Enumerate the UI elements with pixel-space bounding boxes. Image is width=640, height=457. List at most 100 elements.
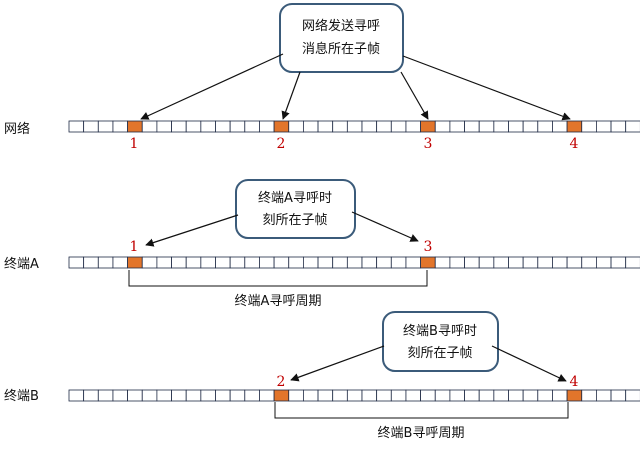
subframe-cell <box>273 256 290 269</box>
arrow-to-terminal-b-subframe-2 <box>290 345 385 382</box>
subframe-cell <box>464 256 480 269</box>
subframe-cell <box>259 389 275 402</box>
subframe-cell <box>581 120 597 133</box>
subframe-cell <box>537 256 553 269</box>
subframe-cell <box>112 389 128 402</box>
arrow-to-terminal-b-subframe-4 <box>491 345 567 382</box>
subframe-cell <box>68 389 85 402</box>
subframe-cell <box>537 389 553 402</box>
callout-box <box>279 3 404 73</box>
subframe-cell <box>596 389 612 402</box>
subframe-cell <box>200 120 216 133</box>
subframe-cell <box>302 256 319 269</box>
subframe-cell <box>83 256 99 269</box>
marker-number: 4 <box>570 374 579 390</box>
subframe-strip-terminal-a <box>68 256 640 269</box>
subframe-cell <box>185 256 202 269</box>
subframe-cell <box>200 389 216 402</box>
subframe-cell <box>317 389 334 402</box>
subframe-cell <box>434 256 451 269</box>
subframe-cell <box>288 389 304 402</box>
subframe-cell <box>390 120 407 133</box>
marker-number: 2 <box>277 136 286 152</box>
subframe-cell <box>493 256 509 269</box>
subframe-cell <box>478 120 495 133</box>
subframe-cell <box>200 256 216 269</box>
callout-line: 消息所在子帧 <box>302 41 380 57</box>
subframe-cell <box>229 256 246 269</box>
subframe-cell <box>449 256 465 269</box>
subframe-cell <box>522 256 539 269</box>
subframe-cell <box>112 120 128 133</box>
subframe-cell <box>244 389 260 402</box>
subframe-cell <box>332 256 348 269</box>
markers-network: 1 2 3 4 <box>130 136 579 152</box>
callout-box <box>382 311 499 372</box>
subframe-cell <box>449 120 465 133</box>
subframe-cell <box>141 256 158 269</box>
period-bracket-terminal-b <box>274 402 569 419</box>
subframe-cell <box>83 389 99 402</box>
subframe-cell <box>581 389 597 402</box>
subframe-cell <box>317 256 334 269</box>
subframe-cell <box>390 389 407 402</box>
callout-box <box>235 179 356 239</box>
subframe-cell <box>346 120 363 133</box>
subframe-cell <box>566 256 583 269</box>
markers-terminal-b: 2 4 <box>277 374 579 390</box>
marker-number: 1 <box>130 239 139 255</box>
callout-line: 网络发送寻呼 <box>302 18 380 34</box>
subframe-cell <box>185 389 202 402</box>
subframe-cell <box>449 389 465 402</box>
subframe-cell <box>332 389 348 402</box>
subframe-cell <box>97 120 114 133</box>
subframe-cell <box>156 256 172 269</box>
subframe-cell <box>522 389 539 402</box>
marker-number: 2 <box>277 374 286 390</box>
subframe-cell <box>68 256 85 269</box>
callout-line: 终端B寻呼时 <box>403 323 477 339</box>
subframe-cell <box>508 389 524 402</box>
row-label-network: 网络 <box>4 121 30 137</box>
subframe-cell <box>259 120 275 133</box>
subframe-cell <box>171 389 187 402</box>
subframe-cell <box>522 120 539 133</box>
subframe-cell <box>112 256 128 269</box>
subframe-cell <box>625 256 640 269</box>
marker-number: 4 <box>570 136 579 152</box>
subframe-cell <box>288 256 304 269</box>
subframe-cell <box>405 389 422 402</box>
subframe-cell <box>610 389 627 402</box>
period-label-terminal-a: 终端A寻呼周期 <box>235 293 322 309</box>
paging-subframe-cell <box>566 120 583 133</box>
arrow-to-terminal-a-subframe-1 <box>145 214 239 247</box>
subframe-cell <box>229 389 246 402</box>
subframe-cell <box>390 256 407 269</box>
subframe-cell <box>229 120 246 133</box>
subframe-cell <box>171 256 187 269</box>
subframe-cell <box>97 389 114 402</box>
subframe-cell <box>244 120 260 133</box>
subframe-cell <box>434 389 451 402</box>
subframe-cell <box>405 120 422 133</box>
subframe-cell <box>361 256 378 269</box>
subframe-cell <box>508 120 524 133</box>
callout-line: 刻所在子帧 <box>407 346 472 361</box>
row-label-terminal-a: 终端A <box>4 256 39 272</box>
arrow-to-subframe-3 <box>400 71 429 120</box>
subframe-cell <box>156 389 172 402</box>
subframe-cell <box>185 120 202 133</box>
paging-subframe-cell <box>566 389 583 402</box>
paging-subframe-cell <box>273 120 290 133</box>
subframe-cell <box>215 389 231 402</box>
subframe-cell <box>156 120 172 133</box>
arrow-to-subframe-4 <box>402 55 571 121</box>
subframe-cell <box>244 256 260 269</box>
subframe-cell <box>302 120 319 133</box>
subframe-cell <box>83 120 99 133</box>
subframe-strip-terminal-b <box>68 389 640 402</box>
subframe-cell <box>127 389 143 402</box>
subframe-cell <box>493 389 509 402</box>
subframe-cell <box>302 389 319 402</box>
